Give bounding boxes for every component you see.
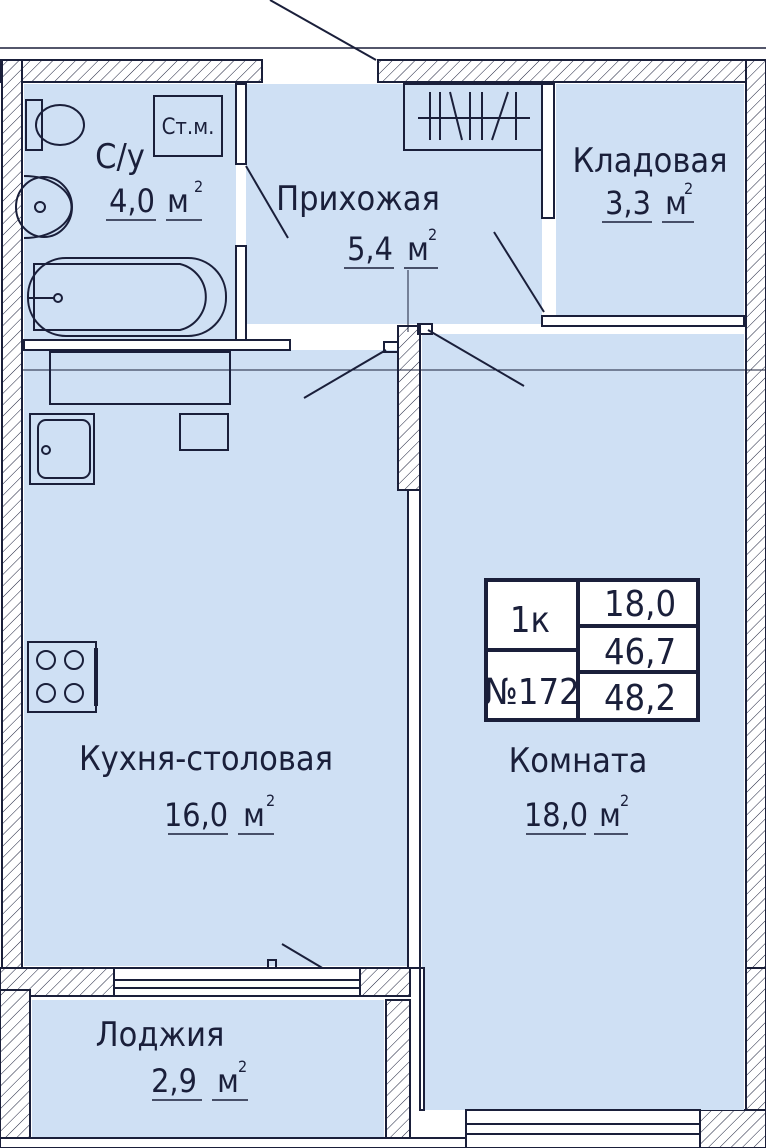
bathroom-name: С/у — [95, 137, 145, 177]
area-underlines — [106, 219, 694, 1101]
storage-area-sup: 2 — [684, 179, 693, 198]
room-labels: С/у 4,0 м 2 Прихожая 5,4 м 2 Кладовая 3,… — [79, 137, 728, 1100]
loggia-area-unit: м — [217, 1062, 239, 1100]
bathroom-area-value: 4,0 — [109, 182, 155, 220]
loggia-area — [32, 1000, 384, 1138]
info-type: 1к — [510, 600, 550, 641]
loggia-area-sup: 2 — [238, 1057, 247, 1076]
room-name: Комната — [509, 741, 648, 781]
toilet — [25, 99, 43, 151]
kitchen-area-value: 16,0 — [164, 796, 228, 834]
interior-walls — [22, 83, 766, 1111]
kitchen-area-unit: м — [243, 796, 265, 834]
kitchen-sink — [29, 413, 95, 485]
room-area-sup: 2 — [620, 791, 629, 810]
bathroom-area-sup: 2 — [194, 177, 203, 196]
hallway-area-sup: 2 — [428, 225, 437, 244]
kitchen-area — [24, 350, 408, 966]
washer-box — [153, 95, 223, 157]
hallway-area-unit: м — [407, 230, 429, 268]
info-number: №172 — [484, 672, 580, 713]
storage-area-unit: м — [665, 184, 687, 222]
bathroom-area — [24, 84, 236, 340]
bathroom-area-unit: м — [167, 182, 189, 220]
info-total-with-loggia: 48,2 — [604, 678, 676, 719]
kitchen-counter — [49, 351, 231, 405]
info-living-area: 18,0 — [604, 584, 676, 625]
loggia-area-value: 2,9 — [151, 1062, 197, 1100]
room-area-unit: м — [599, 796, 621, 834]
info-box: 1к №172 18,0 46,7 48,2 — [484, 578, 700, 722]
kitchen-area-sup: 2 — [266, 791, 275, 810]
windows — [0, 967, 701, 1148]
loggia-name: Лоджия — [96, 1015, 225, 1055]
doors — [245, 165, 545, 991]
washer-label: Ст.м. — [162, 115, 215, 140]
kitchen-name: Кухня-столовая — [79, 739, 333, 779]
storage-area — [556, 84, 744, 324]
storage-name: Кладовая — [572, 141, 727, 181]
room-area-value: 18,0 — [524, 796, 588, 834]
hallway-name: Прихожая — [276, 179, 440, 219]
hallway-area — [246, 84, 542, 324]
hallway-area-value: 5,4 — [347, 230, 393, 268]
info-total-area: 46,7 — [604, 632, 676, 673]
fixtures — [15, 83, 543, 713]
storage-area-value: 3,3 — [605, 184, 651, 222]
